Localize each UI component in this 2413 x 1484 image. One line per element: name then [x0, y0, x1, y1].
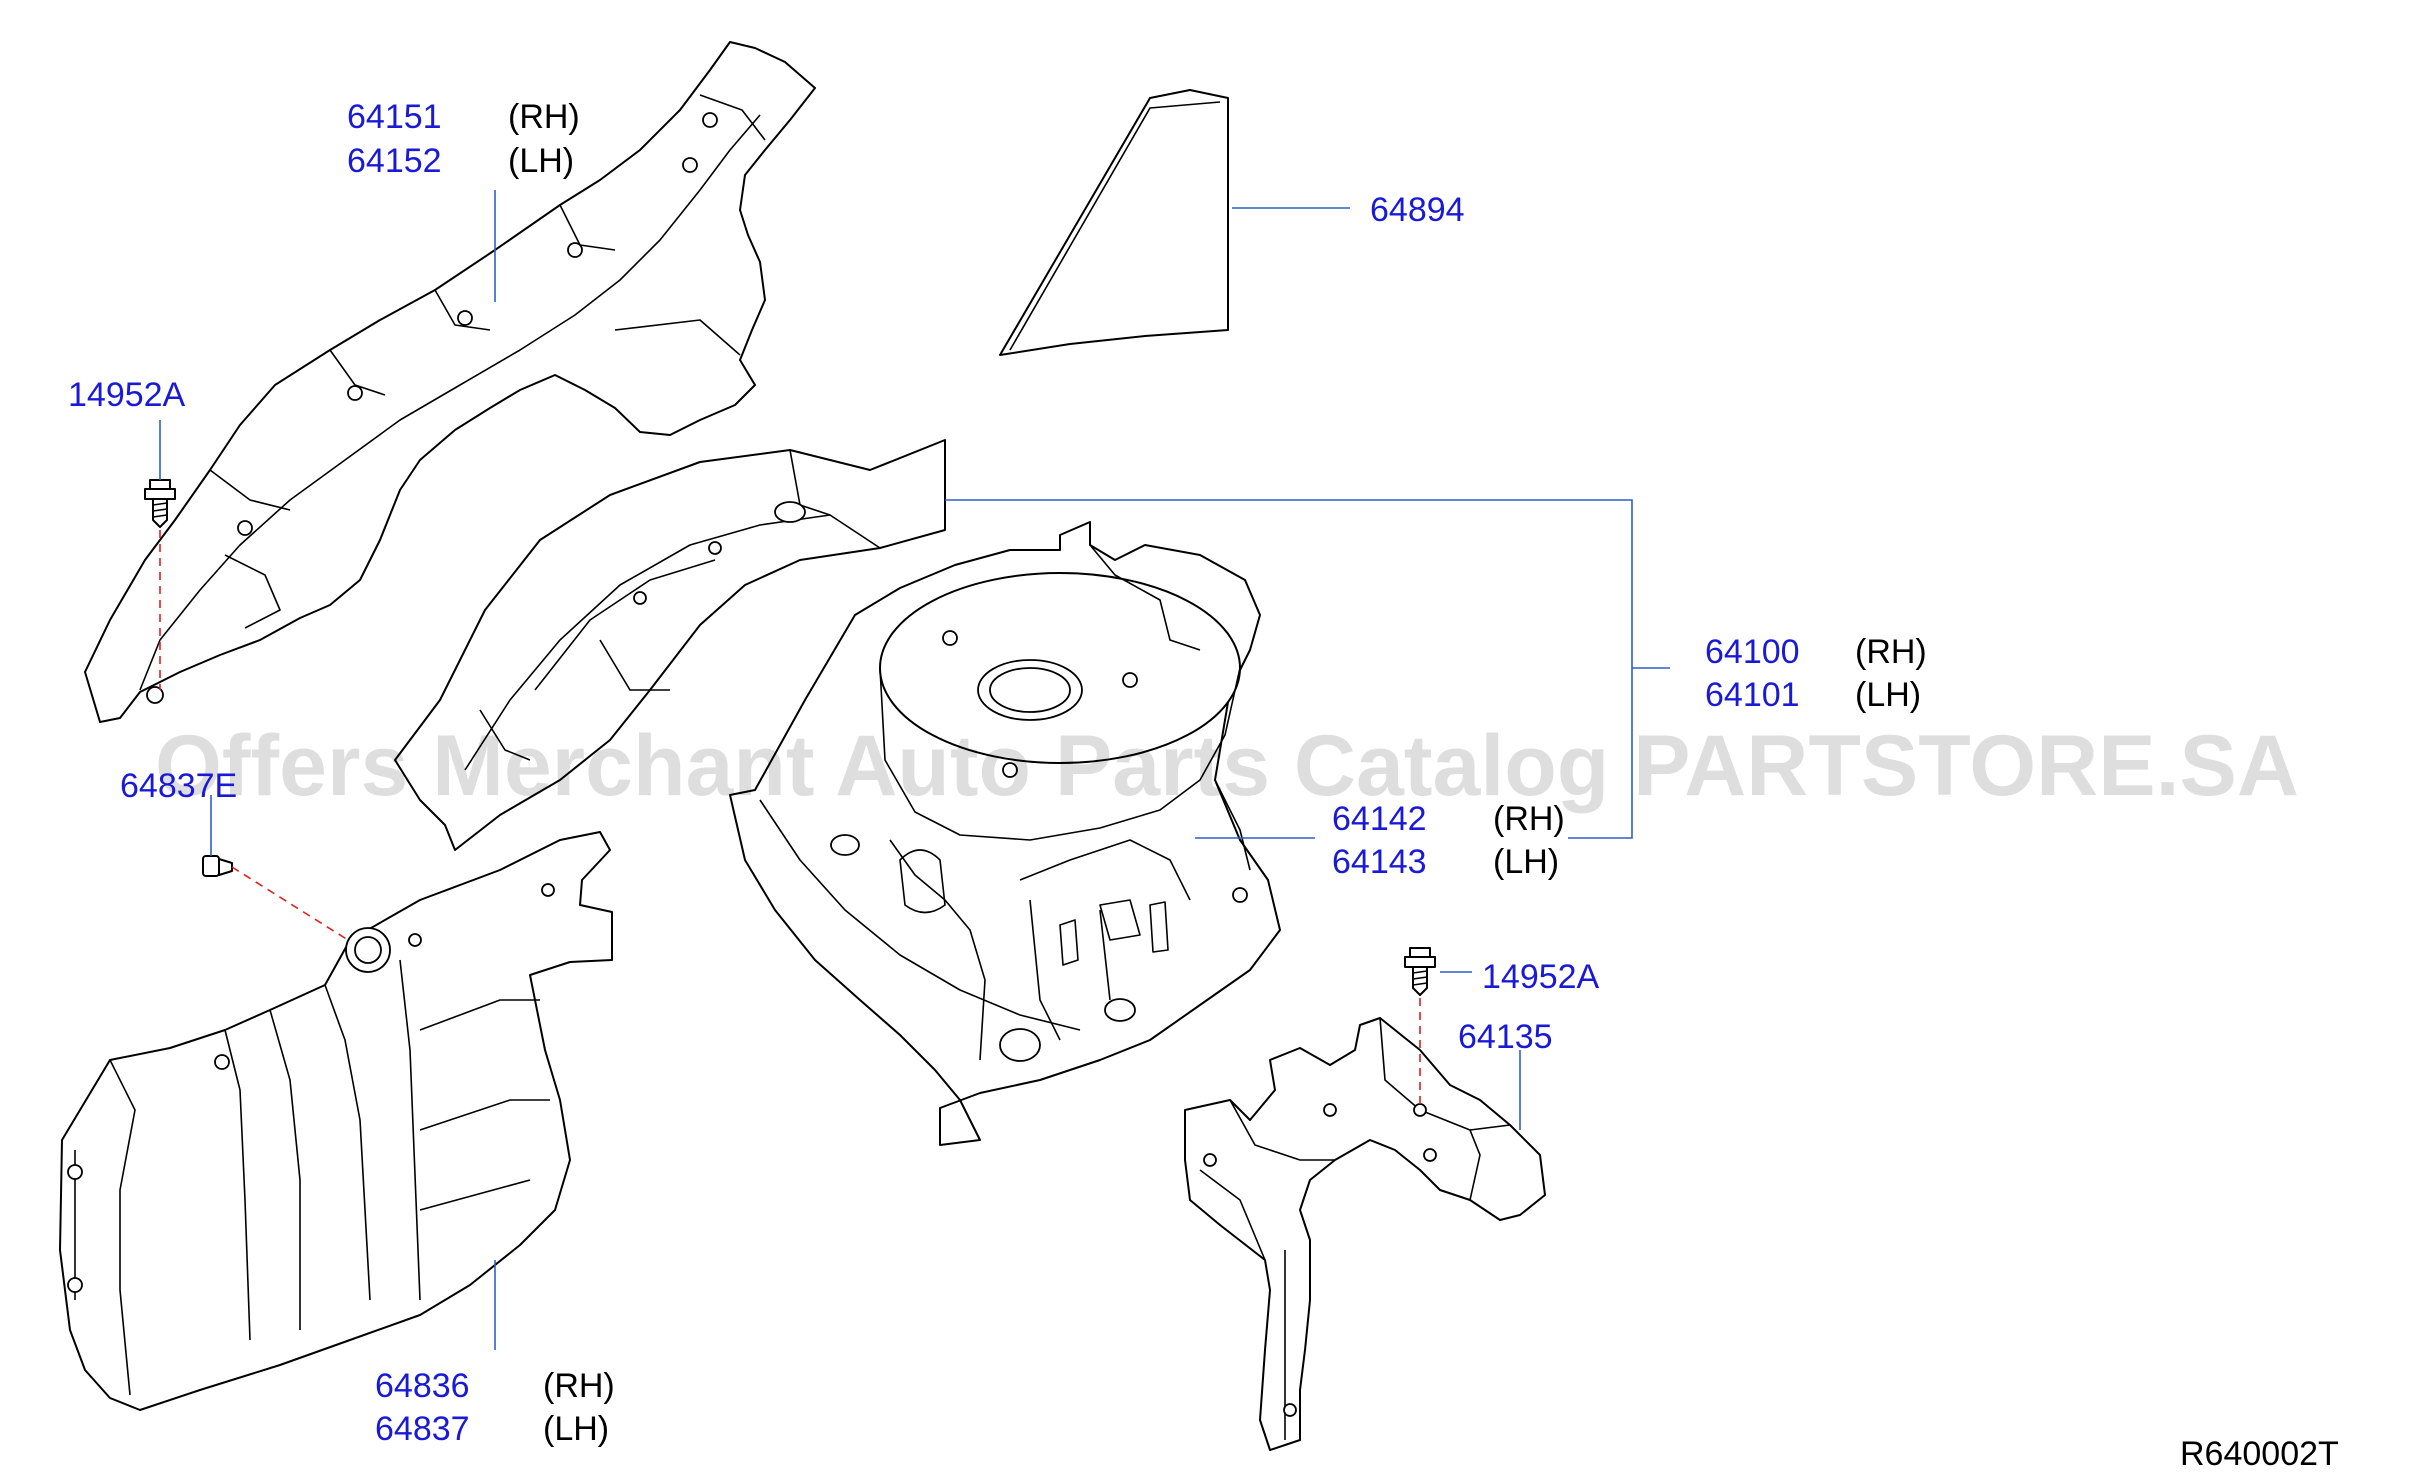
label-housing-panel-lh-side: (LH) — [1493, 843, 1559, 881]
label-housing-assembly-rh-side: (RH) — [1855, 633, 1927, 671]
reference-code: R640002T — [2180, 1435, 2339, 1473]
watermark-text: Offers Merchant Auto Parts Catalog PARTS… — [155, 718, 2299, 814]
upper-rail-part[interactable] — [84, 41, 816, 723]
label-upper-rail-rh[interactable]: 64151 — [347, 98, 442, 136]
label-screw[interactable]: 64837E — [120, 767, 237, 805]
label-housing-assembly-lh-side: (LH) — [1855, 676, 1921, 714]
housing-panel-part[interactable] — [729, 521, 1281, 1146]
label-bracket[interactable]: 64135 — [1458, 1018, 1553, 1056]
label-bolt-upper[interactable]: 14952A — [68, 376, 186, 414]
splash-guard-part[interactable] — [59, 831, 613, 1411]
label-gusset[interactable]: 64894 — [1370, 191, 1465, 229]
label-upper-rail-lh[interactable]: 64152 — [347, 142, 442, 180]
bolt-lower[interactable] — [1404, 947, 1436, 996]
label-housing-panel-rh[interactable]: 64142 — [1332, 800, 1427, 838]
screw[interactable] — [202, 855, 233, 877]
label-housing-assembly-rh[interactable]: 64100 — [1705, 633, 1800, 671]
label-splash-guard-lh-side: (LH) — [543, 1410, 609, 1448]
screw-center-line — [231, 866, 349, 941]
label-housing-assembly-lh[interactable]: 64101 — [1705, 676, 1800, 714]
label-splash-guard-lh[interactable]: 64837 — [375, 1410, 470, 1448]
label-housing-panel-lh[interactable]: 64143 — [1332, 843, 1427, 881]
housing-assembly-leader — [945, 499, 1670, 839]
label-upper-rail-lh-side: (LH) — [508, 142, 574, 180]
wheel-arch-panel-part[interactable] — [394, 439, 946, 851]
label-splash-guard-rh-side: (RH) — [543, 1367, 615, 1405]
bracket-part[interactable] — [1184, 1017, 1546, 1451]
gusset-plate-part[interactable] — [999, 89, 1229, 356]
label-bolt-lower[interactable]: 14952A — [1482, 958, 1600, 996]
bolt-upper[interactable] — [144, 479, 176, 528]
label-splash-guard-rh[interactable]: 64836 — [375, 1367, 470, 1405]
label-housing-panel-rh-side: (RH) — [1493, 800, 1565, 838]
label-upper-rail-rh-side: (RH) — [508, 98, 580, 136]
